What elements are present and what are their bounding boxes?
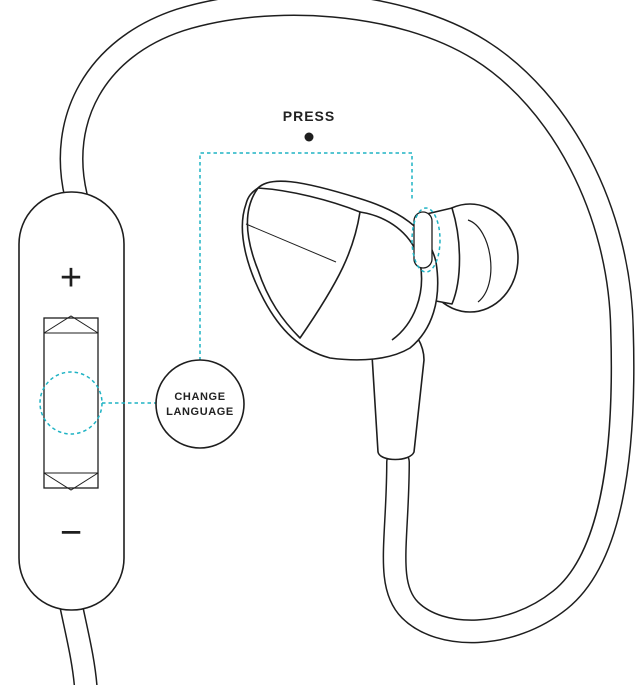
change-language-circle	[156, 360, 244, 448]
volume-down-symbol[interactable]: −	[60, 512, 82, 554]
earbud	[242, 181, 518, 459]
volume-up-symbol[interactable]: +	[60, 257, 82, 299]
press-label: PRESS	[283, 108, 335, 124]
multifunction-button[interactable]	[414, 212, 432, 268]
change-language-badge: CHANGE LANGUAGE	[156, 360, 244, 448]
inline-remote: + −	[19, 192, 124, 610]
center-button[interactable]	[44, 318, 98, 488]
press-dot	[305, 133, 314, 142]
change-language-line1: CHANGE	[174, 391, 225, 403]
change-language-line2: LANGUAGE	[166, 406, 234, 418]
